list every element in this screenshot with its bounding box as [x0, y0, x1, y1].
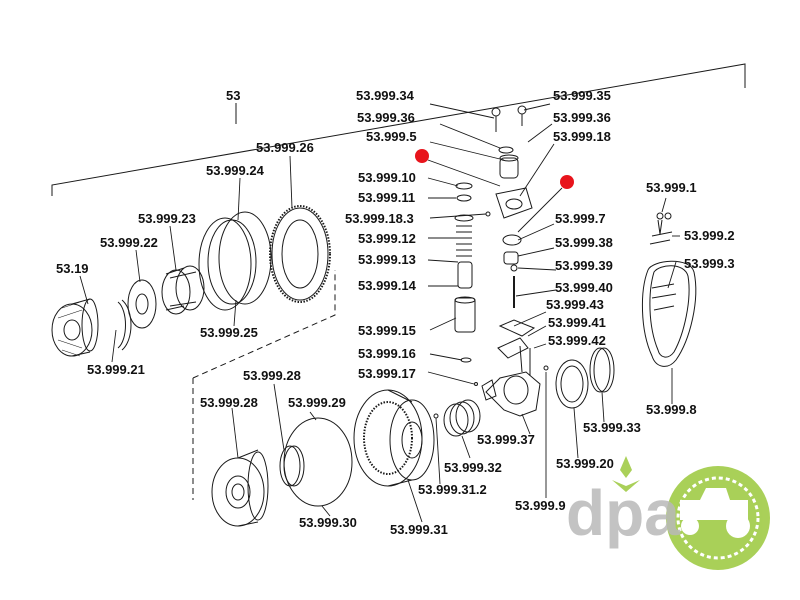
seal-ring-part [555, 359, 589, 409]
label-53-999-1: 53.999.1 [646, 180, 697, 195]
label-53-999-25: 53.999.25 [200, 325, 258, 340]
red-marker [415, 149, 429, 163]
label-53-999-30: 53.999.30 [299, 515, 357, 530]
label-53-999-42: 53.999.42 [548, 333, 606, 348]
red-marker [560, 175, 574, 189]
coil-spring-part [443, 399, 481, 437]
washer-part [127, 279, 157, 329]
label-53-999-36-right: 53.999.36 [553, 110, 611, 125]
label-53-999-8: 53.999.8 [646, 402, 697, 417]
label-53-999-36-left: 53.999.36 [357, 110, 415, 125]
label-53-999-2: 53.999.2 [684, 228, 735, 243]
valve-body-part [481, 319, 541, 417]
strap-bracket-part [641, 212, 697, 367]
label-53-999-11: 53.999.11 [358, 190, 416, 205]
label-53-999-13: 53.999.13 [358, 252, 416, 267]
label-53-999-34: 53.999.34 [356, 88, 414, 103]
label-53-999-12: 53.999.12 [358, 231, 416, 246]
label-53-999-31-2: 53.999.31.2 [418, 482, 487, 497]
label-53-999-22: 53.999.22 [100, 235, 158, 250]
o-ring-part [279, 445, 301, 487]
valve-stack-part [454, 105, 533, 386]
hub-gear-part [51, 298, 99, 357]
label-53-999-28-left: 53.999.28 [200, 395, 258, 410]
label-53-999-41: 53.999.41 [548, 315, 606, 330]
toothed-ring-part [269, 205, 331, 303]
label-53-999-40: 53.999.40 [555, 280, 613, 295]
label-53-999-31: 53.999.31 [390, 522, 448, 537]
label-53-999-26: 53.999.26 [256, 140, 314, 155]
assembly-bracket [51, 63, 746, 196]
leader-lines [79, 103, 680, 523]
large-seal-part [283, 417, 353, 507]
label-53-999-43: 53.999.43 [546, 297, 604, 312]
label-53-999-14: 53.999.14 [358, 278, 416, 293]
label-53-19: 53.19 [56, 261, 89, 276]
large-ring-part [198, 217, 252, 311]
label-assembly-53: 53 [226, 88, 241, 103]
label-53-999-24: 53.999.24 [206, 163, 264, 178]
label-53-999-21: 53.999.21 [87, 362, 145, 377]
drum-housing-part [353, 389, 435, 487]
piston-disc-part [211, 449, 269, 527]
label-53-999-3: 53.999.3 [684, 256, 735, 271]
watermark-logo [612, 456, 770, 570]
label-53-999-23: 53.999.23 [138, 211, 196, 226]
label-53-999-18-3: 53.999.18.3 [345, 211, 414, 226]
label-53-999-10: 53.999.10 [358, 170, 416, 185]
label-53-999-39: 53.999.39 [555, 258, 613, 273]
label-53-999-33: 53.999.33 [583, 420, 641, 435]
label-53-999-15: 53.999.15 [358, 323, 416, 338]
label-53-999-5: 53.999.5 [366, 129, 417, 144]
spring-pack-part [161, 265, 205, 315]
label-53-999-35: 53.999.35 [553, 88, 611, 103]
group-dash-box [192, 270, 336, 379]
label-53-999-20: 53.999.20 [556, 456, 614, 471]
label-53-999-17: 53.999.17 [358, 366, 416, 381]
label-53-999-18: 53.999.18 [553, 129, 611, 144]
label-53-999-29: 53.999.29 [288, 395, 346, 410]
label-53-999-37: 53.999.37 [477, 432, 535, 447]
watermark-text: dpa [566, 477, 680, 549]
label-53-999-38: 53.999.38 [555, 235, 613, 250]
label-53-999-16: 53.999.16 [358, 346, 416, 361]
label-53-999-28-top: 53.999.28 [243, 368, 301, 383]
label-53-999-7: 53.999.7 [555, 211, 606, 226]
label-53-999-32: 53.999.32 [444, 460, 502, 475]
label-53-999-9: 53.999.9 [515, 498, 566, 513]
snap-ring-part [117, 299, 132, 351]
